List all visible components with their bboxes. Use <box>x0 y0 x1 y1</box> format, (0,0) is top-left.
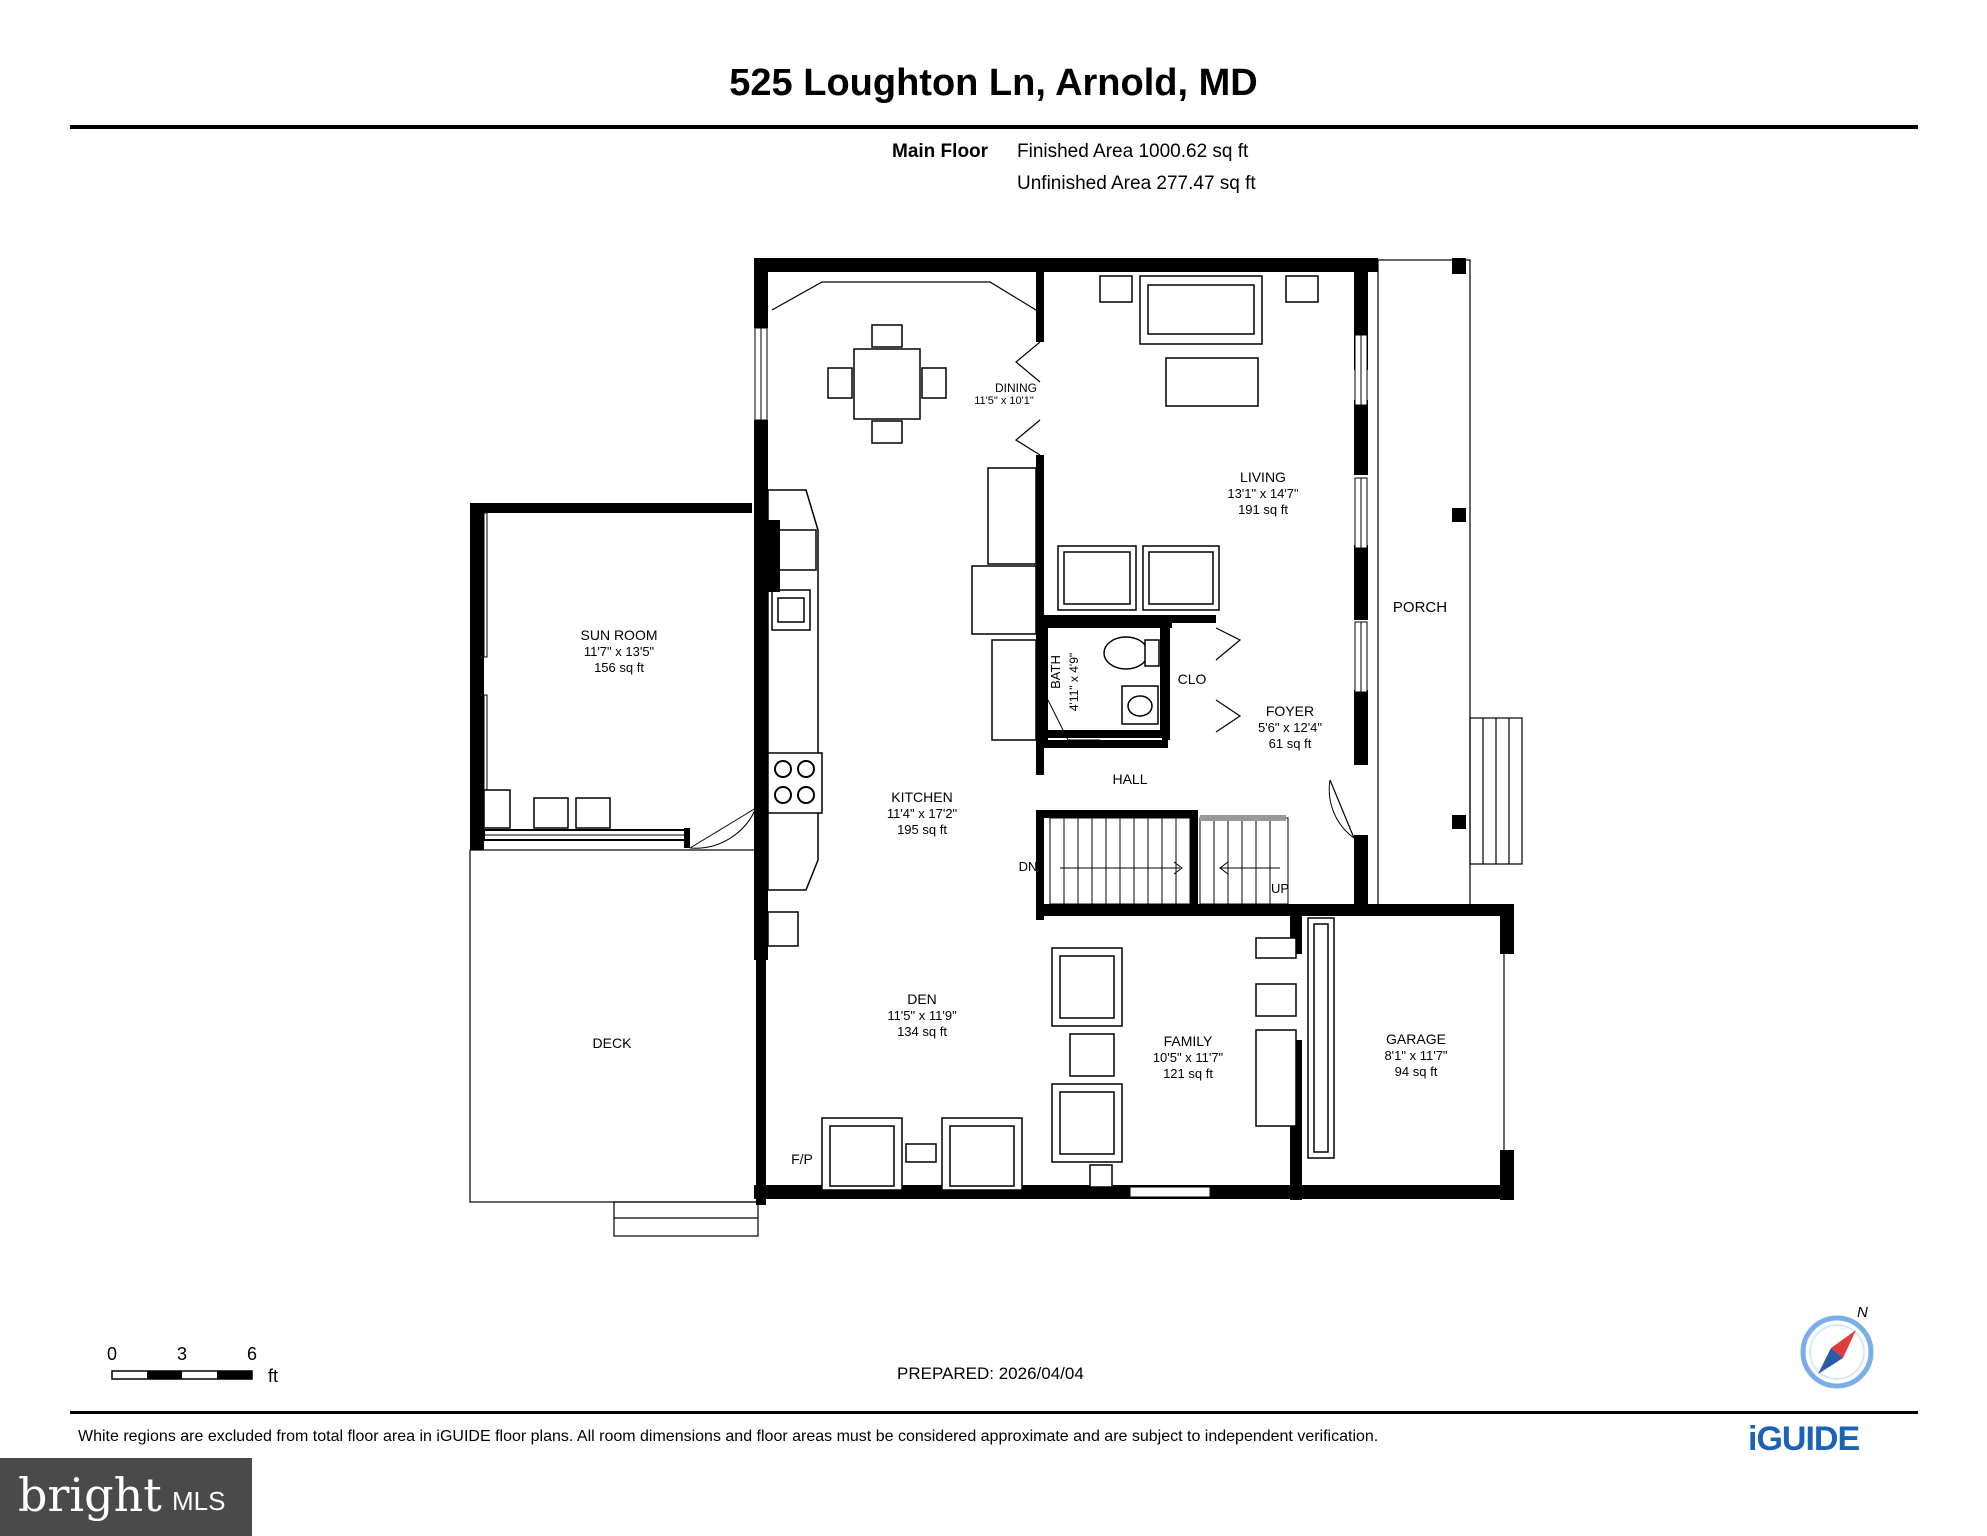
scale-tick-3: 3 <box>177 1344 188 1364</box>
bright-mls-watermark: bright MLS <box>0 1458 252 1536</box>
sunroom-label: SUN ROOM <box>581 627 658 643</box>
den-furniture <box>821 917 1335 1191</box>
sunroom-area: 156 sq ft <box>594 660 644 675</box>
bath-dims: 4'11" x 4'9" <box>1067 653 1081 711</box>
kitchen-area: 195 sq ft <box>897 822 947 837</box>
family-dims: 10'5" x 11'7" <box>1153 1050 1224 1065</box>
prepared-date: PREPARED: 2026/04/04 <box>897 1364 1084 1383</box>
porch-label: PORCH <box>1393 599 1447 616</box>
living-area: 191 sq ft <box>1238 502 1288 517</box>
bath-label: BATH <box>1048 655 1063 689</box>
scale-unit: ft <box>268 1366 279 1386</box>
porch <box>1377 259 1523 911</box>
stove-burners <box>774 760 815 804</box>
garage-label: GARAGE <box>1386 1031 1446 1047</box>
garage-area: 94 sq ft <box>1395 1064 1438 1079</box>
living-label: LIVING <box>1240 469 1286 485</box>
header-rule <box>70 125 1918 129</box>
sunroom-dims: 11'7" x 13'5" <box>584 644 655 659</box>
foyer-dims: 5'6" x 12'4" <box>1258 720 1322 735</box>
iguide-logo: iGUIDE <box>1748 1420 1860 1459</box>
fireplace-label: F/P <box>791 1151 813 1167</box>
watermark-mls: MLS <box>172 1486 226 1516</box>
footer-rule <box>70 1411 1918 1414</box>
room-labels: DINING 11'5" x 10'1" LIVING 13'1" x 14'7… <box>581 381 1448 1167</box>
scale-tick-0: 0 <box>107 1344 118 1364</box>
den-dims: 11'5" x 11'9" <box>887 1008 957 1023</box>
family-label: FAMILY <box>1164 1033 1213 1049</box>
dining-openings <box>771 281 1041 456</box>
dining-window <box>754 327 768 421</box>
kitchen-label: KITCHEN <box>891 789 952 805</box>
den-label: DEN <box>907 991 937 1007</box>
disclaimer: White regions are excluded from total fl… <box>78 1428 1379 1445</box>
stairs-up-label: UP <box>1271 881 1289 896</box>
kitchen-dims: 11'4" x 17'2" <box>887 806 958 821</box>
bath-walls <box>1040 620 1172 740</box>
compass-north-label: N <box>1857 1304 1868 1321</box>
finished-area: Finished Area 1000.62 sq ft <box>1017 141 1249 162</box>
plan-title: 525 Loughton Ln, Arnold, MD <box>729 62 1258 104</box>
staircase <box>1049 817 1289 905</box>
foyer-label: FOYER <box>1266 703 1314 719</box>
foyer-area: 61 sq ft <box>1269 736 1312 751</box>
compass-icon <box>1800 1315 1874 1389</box>
living-dims: 13'1" x 14'7" <box>1227 486 1299 501</box>
garage-dims: 8'1" x 11'7" <box>1384 1048 1447 1063</box>
family-area: 121 sq ft <box>1163 1066 1213 1081</box>
iguide-logo-text: iGUIDE <box>1748 1420 1860 1458</box>
dining-label: DINING <box>995 381 1037 395</box>
den-area: 134 sq ft <box>897 1024 947 1039</box>
watermark-bright: bright <box>18 1468 162 1522</box>
dining-dims: 11'5" x 10'1" <box>974 395 1034 407</box>
clo-label: CLO <box>1178 671 1207 687</box>
closet-doors <box>1215 627 1242 733</box>
stairs-down-label: DN <box>1019 859 1038 874</box>
living-windows <box>1354 334 1368 693</box>
bath-fixtures <box>1103 636 1160 725</box>
sunroom-walls <box>470 503 757 850</box>
scale-tick-6: 6 <box>247 1344 258 1364</box>
unfinished-area: Unfinished Area 277.47 sq ft <box>1017 173 1256 194</box>
hall-label: HALL <box>1112 771 1147 787</box>
scale-bar <box>111 1370 253 1380</box>
floor-name: Main Floor <box>892 141 989 162</box>
deck-label: DECK <box>593 1035 633 1051</box>
dining-table <box>827 324 947 444</box>
living-furniture <box>971 275 1319 741</box>
